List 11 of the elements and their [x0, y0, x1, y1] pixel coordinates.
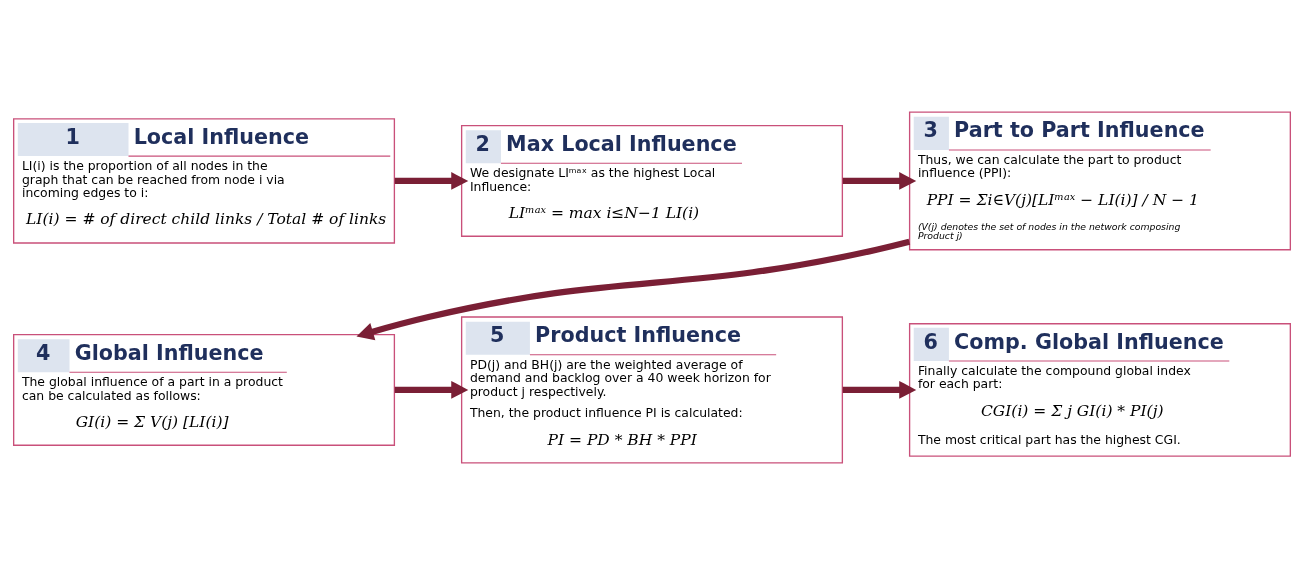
- arrow: [356, 238, 911, 341]
- arrow: [842, 381, 917, 399]
- arrow: [394, 381, 469, 399]
- arrow: [842, 172, 917, 190]
- node-box: 5 Product Influence PD(j) and BH(j) are the weighted average of demand and backlog over a 40 week horizon for product j respectively. Then, the product influence PI is calculated: PI = PD * BH * PPI: [460, 316, 844, 464]
- arrow: [394, 172, 469, 190]
- node-box: 2 Max Local Influence We designate LIᵐᵃˣ as the highest Local Influence: LIᵐᵃˣ = max i≤N−1 LI(i): [460, 124, 844, 237]
- node-box: 1 Local Influence LI(i) is the proportion of all nodes in the graph that can be reached from node i via incoming edges to i: LI(i) = # of direct child links / Total # of links: [13, 118, 396, 244]
- node-box: 6 Comp. Global Influence Finally calculate the compound global index for each part: CGI(i) = Σ j GI(i) * PI(j) The most critical part has the highest CGI.: [908, 323, 1291, 457]
- node-box: 3 Part to Part Influence Thus, we can calculate the part to product influence (PPI): PPI = Σi∈V(j)[LIᵐᵃˣ − LI(i)] / N − 1 (V(j) denotes the set of nodes in the network composing Product j): [908, 111, 1291, 251]
- node-box: 4 Global Influence The global influence of a part in a product can be calculated as follows: GI(i) = Σ V(j) [LI(i)]: [13, 333, 396, 446]
